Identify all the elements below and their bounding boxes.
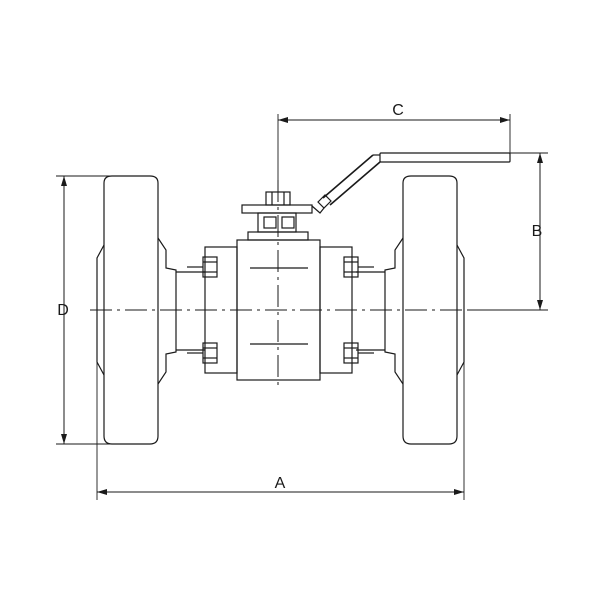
dimension-b-label: B bbox=[532, 223, 543, 240]
left-neck bbox=[176, 271, 205, 351]
right-flange bbox=[384, 175, 465, 445]
lever-handle bbox=[311, 152, 511, 214]
stem-assembly bbox=[241, 191, 313, 241]
dimension-b bbox=[470, 152, 548, 311]
centerlines bbox=[90, 180, 470, 388]
dimension-d-label: D bbox=[57, 302, 69, 319]
right-neck bbox=[356, 271, 385, 351]
dimension-c bbox=[277, 114, 511, 190]
dimension-a-label: A bbox=[275, 475, 286, 492]
dimension-a bbox=[96, 362, 465, 500]
dimension-d bbox=[56, 175, 112, 445]
dimension-c-label: C bbox=[392, 102, 404, 119]
